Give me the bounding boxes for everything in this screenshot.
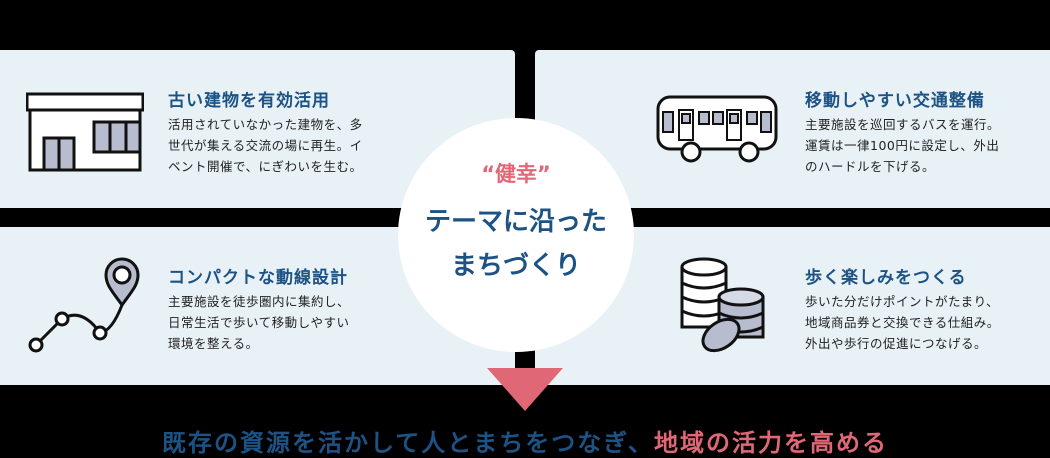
card-description: 活用されていなかった建物を、多 世代が集える交流の場に再生。イ ベント開催で、に… (168, 117, 363, 174)
conclusion-text: 既存の資源を活かして人とまちをつなぎ、地域の活力を高める (0, 423, 1050, 458)
card-title: 歩く楽しみをつくる (805, 268, 967, 288)
conclusion-part2: 地域の活力を高める (654, 429, 889, 457)
card-description: 主要施設を巡回するバスを運行。 運賃は一律100円に設定し、外出 のハードルを下… (805, 117, 1001, 174)
card-description: 主要施設を徒歩圏内に集約し、 日常生活で歩いて移動しやすい 環境を整える。 (168, 294, 351, 351)
card-description: 歩いた分だけポイントがたまり、 地域商品券と交換できる仕組み。 外出や歩行の促進… (805, 294, 1000, 351)
coins-icon (680, 257, 765, 353)
conclusion-part1: 既存の資源を活かして人とまちをつなぎ、 (161, 429, 655, 457)
building-icon (26, 92, 144, 172)
down-arrow-icon (487, 368, 563, 411)
card-building-reuse: 古い建物を有効活用 活用されていなかった建物を、多 世代が集える交流の場に再生。… (0, 50, 515, 208)
center-theme: テーマに沿った まちづくり (424, 207, 607, 281)
card-title: 移動しやすい交通整備 (805, 91, 985, 111)
route-pin-icon (28, 257, 140, 353)
center-keyword: “健幸” (481, 162, 551, 186)
card-title: 古い建物を有効活用 (168, 91, 330, 111)
center-theme-circle: “健幸” テーマに沿った まちづくり (398, 118, 634, 352)
card-title: コンパクトな動線設計 (168, 268, 348, 288)
bus-icon (656, 95, 778, 163)
